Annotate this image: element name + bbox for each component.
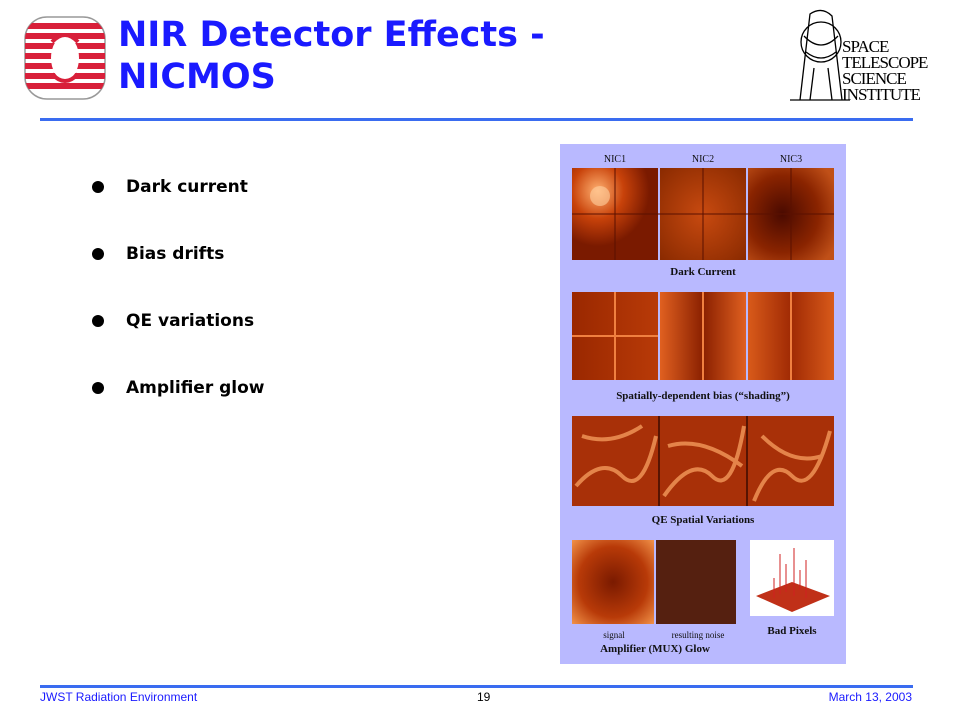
footer-divider bbox=[40, 685, 913, 688]
col-header-nic1: NIC1 bbox=[603, 154, 627, 165]
bullet-item: Amplifier glow bbox=[92, 371, 492, 404]
caption-bad-pixels: Bad Pixels bbox=[767, 625, 817, 637]
stsci-stripe-logo-icon bbox=[24, 16, 106, 100]
label-signal: signal bbox=[603, 630, 625, 640]
header-divider bbox=[40, 118, 913, 121]
bullet-dot-icon bbox=[92, 381, 104, 394]
bullet-text: Dark current bbox=[126, 176, 248, 197]
footer-page-number: 19 bbox=[477, 690, 491, 704]
bullet-list: Dark current Bias drifts QE variations A… bbox=[92, 170, 492, 438]
title-line-1: NIR Detector Effects - bbox=[118, 15, 545, 55]
col-header-nic3: NIC3 bbox=[779, 154, 803, 165]
logo-word-space: SPACE bbox=[842, 37, 889, 56]
bullet-text: Bias drifts bbox=[126, 243, 225, 264]
caption-amplifier-glow: Amplifier (MUX) Glow bbox=[600, 643, 710, 655]
dark-current-image bbox=[572, 168, 834, 260]
slide-title: NIR Detector Effects - NICMOS bbox=[118, 14, 678, 98]
footer-presentation-title: JWST Radiation Environment bbox=[40, 690, 198, 704]
label-resulting-noise: resulting noise bbox=[671, 630, 725, 640]
bullet-dot-icon bbox=[92, 314, 104, 327]
nicmos-detector-figure: NIC1 NIC2 NIC3 Dark Current bbox=[560, 144, 846, 664]
bias-shading-image bbox=[572, 292, 834, 380]
bullet-item: QE variations bbox=[92, 304, 492, 337]
bullet-text: Amplifier glow bbox=[126, 377, 265, 398]
qe-variation-image bbox=[572, 416, 834, 506]
amp-glow-signal-image bbox=[572, 540, 654, 624]
bullet-item: Bias drifts bbox=[92, 237, 492, 270]
caption-qe-variations: QE Spatial Variations bbox=[651, 514, 755, 526]
logo-word-science: SCIENCE bbox=[842, 69, 906, 88]
caption-dark-current: Dark Current bbox=[670, 266, 736, 278]
space-telescope-science-institute-logo: SPACE TELESCOPE SCIENCE INSTITUTE bbox=[790, 9, 929, 104]
col-header-nic2: NIC2 bbox=[691, 154, 715, 165]
bullet-item: Dark current bbox=[92, 170, 492, 203]
title-line-2: NICMOS bbox=[118, 57, 276, 97]
logo-word-institute: INSTITUTE bbox=[842, 85, 920, 104]
amp-glow-noise-image bbox=[656, 540, 736, 624]
bullet-dot-icon bbox=[92, 180, 104, 193]
bullet-dot-icon bbox=[92, 247, 104, 260]
bad-pixels-plot-image bbox=[750, 540, 834, 616]
bullet-text: QE variations bbox=[126, 310, 255, 331]
footer-date: March 13, 2003 bbox=[828, 690, 912, 704]
logo-word-telescope: TELESCOPE bbox=[842, 53, 928, 72]
caption-bias-shading: Spatially-dependent bias (“shading”) bbox=[616, 390, 790, 402]
